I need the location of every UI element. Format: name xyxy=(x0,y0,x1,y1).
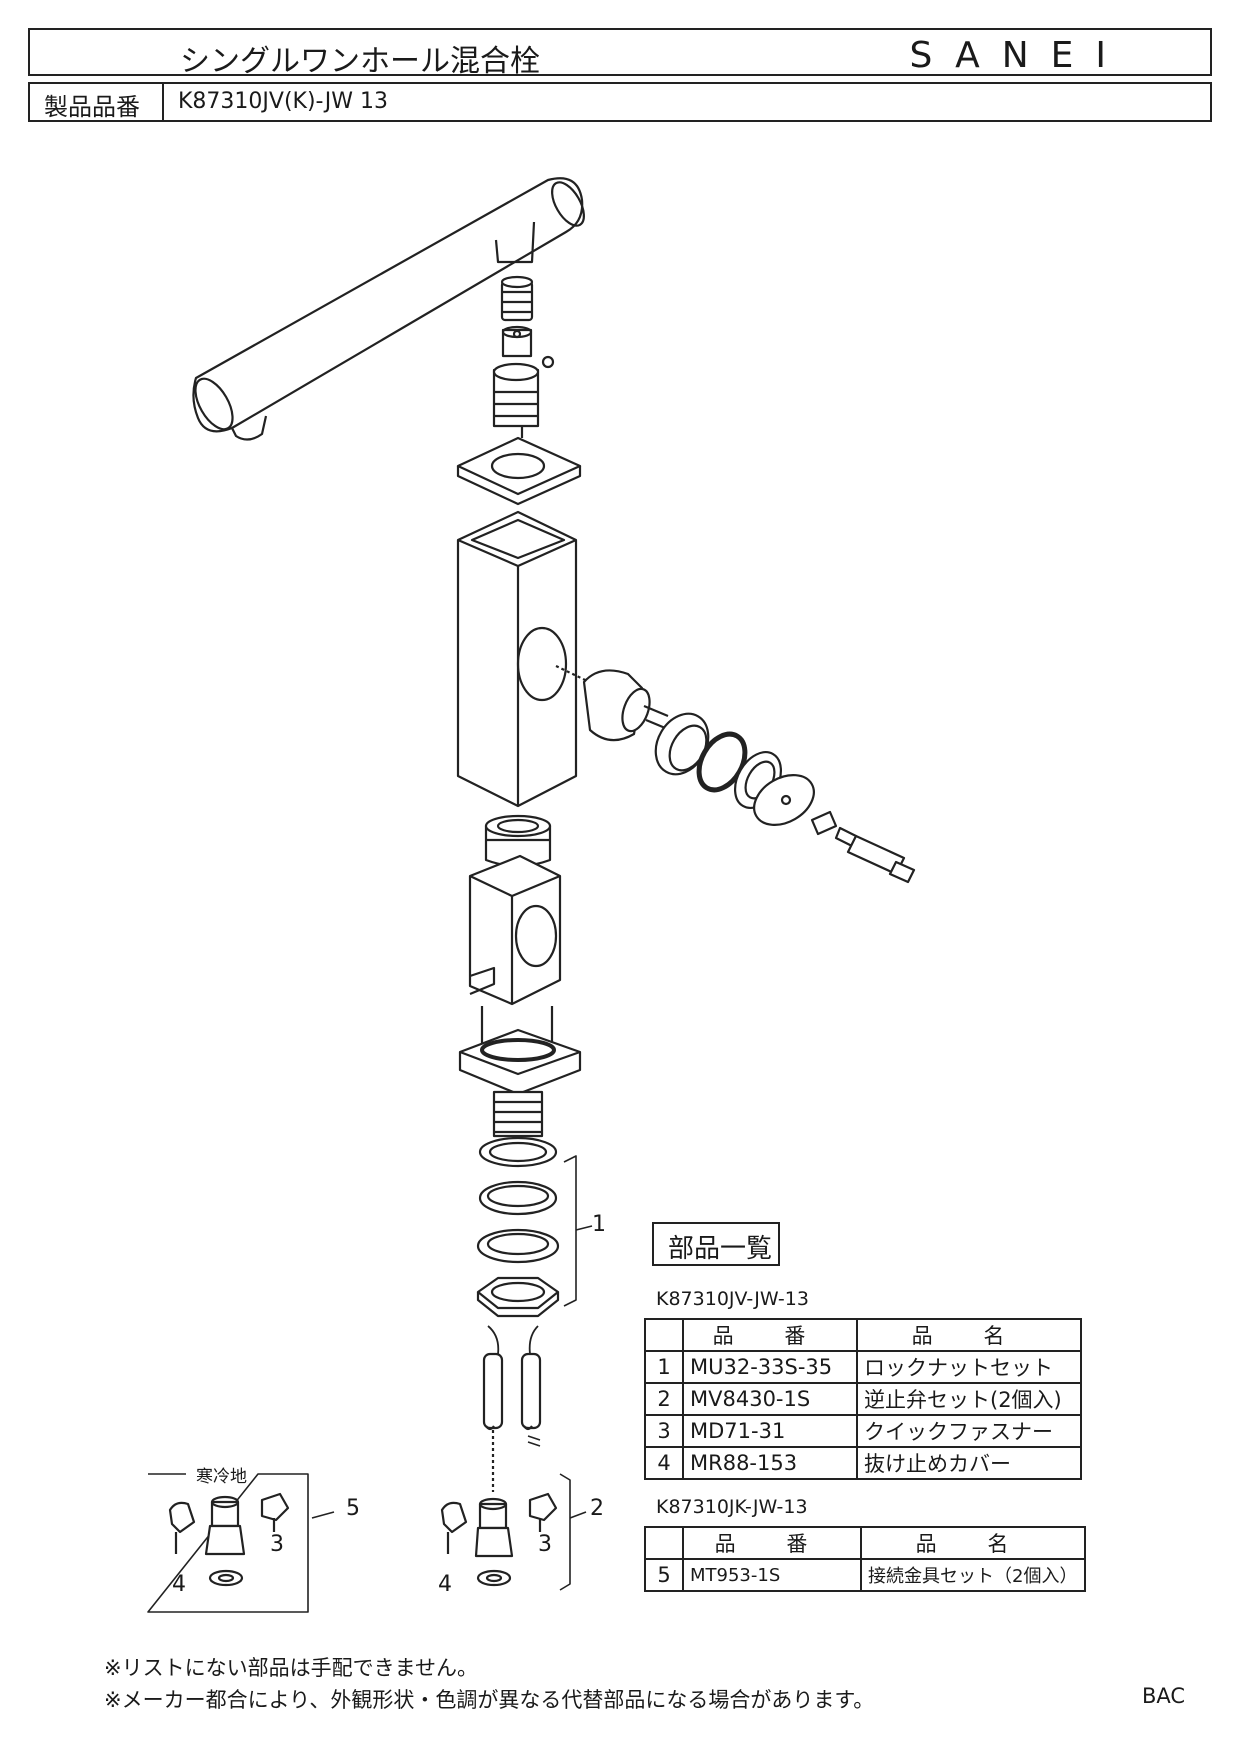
row-number: 5 xyxy=(644,1558,684,1592)
callout-3-right: 3 xyxy=(538,1532,552,1557)
row-number: 2 xyxy=(644,1382,684,1416)
header-part-name: 品 名 xyxy=(860,1526,1086,1560)
locknut-set-parts xyxy=(476,1136,593,1318)
note-line-1: ※リストにない部品は手配できません。 xyxy=(104,1656,478,1680)
part-name: クイックファスナー xyxy=(856,1414,1082,1448)
table2-model: K87310JK-JW-13 xyxy=(656,1496,808,1518)
parts-list-heading-box: 部品一覧 xyxy=(652,1222,780,1266)
row-number: 4 xyxy=(644,1446,684,1480)
product-number-label-cell: 製品品番 xyxy=(30,84,164,121)
callout-4-left: 4 xyxy=(172,1572,186,1597)
handle-cartridge xyxy=(582,669,671,742)
part-number: MV8430-1S xyxy=(682,1382,858,1416)
valve-body-top xyxy=(492,355,555,438)
part-name: 接続金具セット（2個入） xyxy=(860,1558,1086,1592)
spout xyxy=(192,177,585,441)
square-plate xyxy=(456,436,582,506)
parts-table-2: 品 番 品 名 5 MT953-1S 接続金具セット（2個入） xyxy=(644,1526,1086,1592)
callout-5: 5 xyxy=(346,1496,360,1521)
part-number: MT953-1S xyxy=(682,1558,862,1592)
title-bar: シングルワンホール混合栓 SANEI xyxy=(28,28,1212,79)
part-number: MD71-31 xyxy=(682,1414,858,1448)
callout-1: 1 xyxy=(592,1212,606,1237)
supply-hoses xyxy=(482,1325,542,1492)
header-blank xyxy=(644,1318,684,1352)
table-row: 5 MT953-1S 接続金具セット（2個入） xyxy=(644,1558,1086,1592)
product-number-label: 製品品番 xyxy=(44,93,140,121)
part-name: ロックナットセット xyxy=(856,1350,1082,1384)
table-row: 3 MD71-31 クイックファスナー xyxy=(644,1414,1082,1448)
check-valve-group xyxy=(440,1473,587,1591)
header-part-name: 品 名 xyxy=(856,1318,1082,1352)
part-number: MR88-153 xyxy=(682,1446,858,1480)
part-name: 抜け止めカバー xyxy=(856,1446,1082,1480)
escutcheon-disc xyxy=(753,774,815,826)
part-name: 逆止弁セット(2個入) xyxy=(856,1382,1082,1416)
table-row: 1 MU32-33S-35 ロックナットセット xyxy=(644,1350,1082,1384)
row-number: 1 xyxy=(644,1350,684,1384)
brand-logo: SANEI xyxy=(909,35,1128,76)
product-title: シングルワンホール混合栓 xyxy=(180,44,540,79)
callout-3-left: 3 xyxy=(270,1532,284,1557)
cold-region-label: 寒冷地 xyxy=(196,1467,247,1487)
parts-table-1: 品 番 品 名 1 MU32-33S-35 ロックナットセット 2 MV8430… xyxy=(644,1318,1082,1480)
table-header-row: 品 番 品 名 xyxy=(644,1526,1086,1560)
row-number: 3 xyxy=(644,1414,684,1448)
table-row: 4 MR88-153 抜け止めカバー xyxy=(644,1446,1082,1480)
lower-body xyxy=(458,814,582,1138)
table-row: 2 MV8430-1S 逆止弁セット(2個入) xyxy=(644,1382,1082,1416)
header-blank xyxy=(644,1526,684,1560)
header-part-number: 品 番 xyxy=(682,1526,862,1560)
product-number-bar: 製品品番 K87310JV(K)-JW 13 xyxy=(28,82,1212,122)
table-header-row: 品 番 品 名 xyxy=(644,1318,1082,1352)
part-number: MU32-33S-35 xyxy=(682,1350,858,1384)
handle-rod xyxy=(810,810,916,884)
square-body xyxy=(456,510,607,808)
spout-adapter xyxy=(500,275,534,322)
callout-2: 2 xyxy=(590,1496,604,1521)
table1-model: K87310JV-JW-13 xyxy=(656,1288,809,1310)
parts-list-heading: 部品一覧 xyxy=(668,1234,773,1264)
callout-4-right: 4 xyxy=(438,1572,452,1597)
cold-region-box xyxy=(147,1473,335,1613)
header-part-number: 品 番 xyxy=(682,1318,858,1352)
note-line-2: ※メーカー都合により、外観形状・色調が異なる代替部品になる場合があります。 xyxy=(104,1688,875,1712)
product-number: K87310JV(K)-JW 13 xyxy=(178,89,388,114)
footer-code: BAC xyxy=(1142,1684,1186,1708)
small-nut xyxy=(501,325,533,358)
